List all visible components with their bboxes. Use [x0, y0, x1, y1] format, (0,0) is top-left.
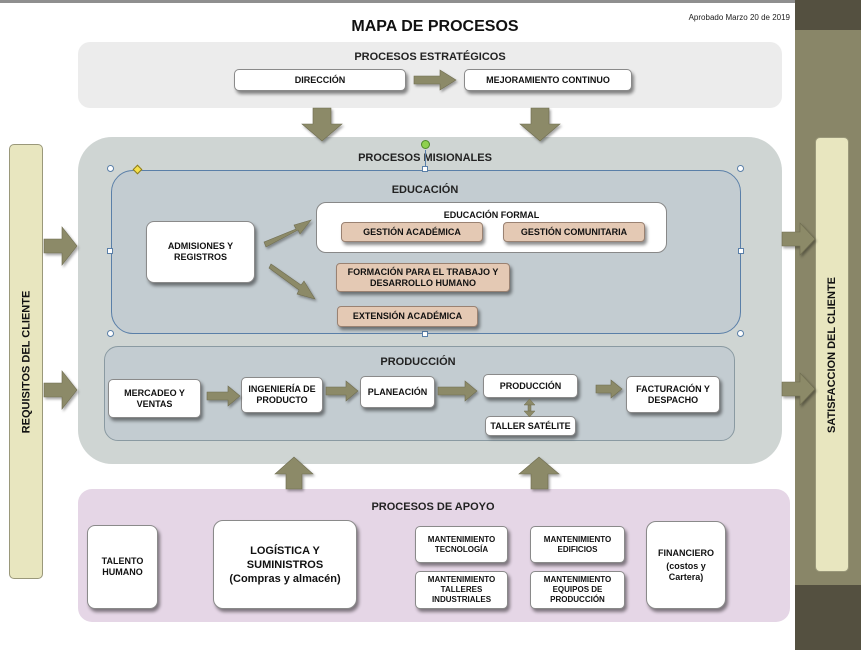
mant-talleres-box[interactable]: MANTENIMIENTO TALLERES INDUSTRIALES	[415, 571, 508, 609]
rotation-handle[interactable]	[421, 140, 430, 149]
page-title: MAPA DE PROCESOS	[351, 18, 519, 35]
produccion-box[interactable]: PRODUCCIÓN	[483, 374, 578, 398]
selection-handle[interactable]	[737, 165, 744, 172]
gestion-comunitaria-box[interactable]: GESTIÓN COMUNITARIA	[503, 222, 645, 242]
arrow-right-icon	[437, 380, 478, 402]
arrow-right-icon	[781, 222, 816, 256]
mejoramiento-continuo-box[interactable]: MEJORAMIENTO CONTINUO	[464, 69, 632, 91]
arrow-right-icon	[43, 226, 78, 266]
financiero-box[interactable]: FINANCIERO (costos y Cartera)	[646, 521, 726, 609]
misionales-header: PROCESOS MISIONALES	[358, 152, 492, 164]
selection-handle[interactable]	[107, 248, 113, 254]
produccion-header: PRODUCCIÓN	[380, 356, 456, 368]
satisfaccion-cliente-bar[interactable]: SATISFACCION DEL CLIENTE	[815, 137, 849, 572]
selection-handle[interactable]	[107, 330, 114, 337]
arrow-down-icon	[519, 107, 561, 142]
talento-humano-box[interactable]: TALENTO HUMANO	[87, 525, 158, 609]
arrow-diagonal-up-icon	[263, 219, 312, 248]
arrow-right-icon	[325, 380, 359, 402]
taller-satelite-box[interactable]: TALLER SATÉLITE	[485, 416, 576, 436]
selection-handle[interactable]	[107, 165, 114, 172]
financiero-sublabel: (costos y Cartera)	[666, 560, 706, 582]
logistica-suministros-box[interactable]: LOGÍSTICA Y SUMINISTROS (Compras y almac…	[213, 520, 357, 609]
ingenieria-producto-box[interactable]: INGENIERÍA DE PRODUCTO	[241, 377, 323, 413]
arrow-right-icon	[595, 379, 623, 399]
mant-edificios-box[interactable]: MANTENIMIENTO EDIFICIOS	[530, 526, 625, 563]
educacion-formal-label: EDUCACIÓN FORMAL	[443, 210, 540, 220]
arrow-up-icon	[518, 456, 560, 490]
educacion-header: EDUCACIÓN	[391, 184, 459, 196]
extension-academica-box[interactable]: EXTENSIÓN ACADÉMICA	[337, 306, 478, 327]
arrow-diagonal-down-icon	[268, 263, 316, 300]
approval-date: Aprobado Marzo 20 de 2019	[688, 13, 790, 22]
mercadeo-ventas-box[interactable]: MERCADEO Y VENTAS	[108, 379, 201, 418]
requisitos-cliente-bar[interactable]: REQUISITOS DEL CLIENTE	[9, 144, 43, 579]
direccion-box[interactable]: DIRECCIÓN	[234, 69, 406, 91]
arrow-right-icon	[43, 370, 78, 410]
gestion-academica-box[interactable]: GESTIÓN ACADÉMICA	[341, 222, 483, 242]
arrow-up-icon	[274, 456, 314, 490]
selection-handle[interactable]	[422, 166, 428, 172]
facturacion-despacho-box[interactable]: FACTURACIÓN Y DESPACHO	[626, 376, 720, 413]
financiero-label: FINANCIERO	[658, 547, 714, 558]
estrategicos-header: PROCESOS ESTRATÉGICOS	[354, 51, 506, 63]
arrow-right-icon	[781, 372, 816, 406]
selection-handle[interactable]	[422, 331, 428, 337]
mant-equipos-box[interactable]: MANTENIMIENTO EQUIPOS DE PRODUCCIÓN	[530, 571, 625, 609]
arrow-down-icon	[301, 107, 343, 142]
admisiones-registros-box[interactable]: ADMISIONES Y REGISTROS	[146, 221, 255, 283]
selection-handle[interactable]	[738, 248, 744, 254]
estrategicos-section	[78, 42, 782, 108]
arrow-right-icon	[206, 385, 241, 407]
top-frame-line	[0, 0, 861, 3]
mant-tecnologia-box[interactable]: MANTENIMIENTO TECNOLOGÍA	[415, 526, 508, 563]
apoyo-header: PROCESOS DE APOYO	[371, 501, 495, 513]
rotation-handle-stem	[425, 150, 426, 166]
arrow-right-icon	[413, 69, 457, 91]
double-arrow-icon	[523, 398, 536, 418]
logistica-sublabel: (Compras y almacén)	[229, 572, 341, 585]
planeacion-box[interactable]: PLANEACIÓN	[360, 376, 435, 408]
selection-handle[interactable]	[737, 330, 744, 337]
formacion-trabajo-box[interactable]: FORMACIÓN PARA EL TRABAJO Y DESARROLLO H…	[336, 263, 510, 292]
logistica-label: LOGÍSTICA Y SUMINISTROS	[246, 544, 324, 571]
